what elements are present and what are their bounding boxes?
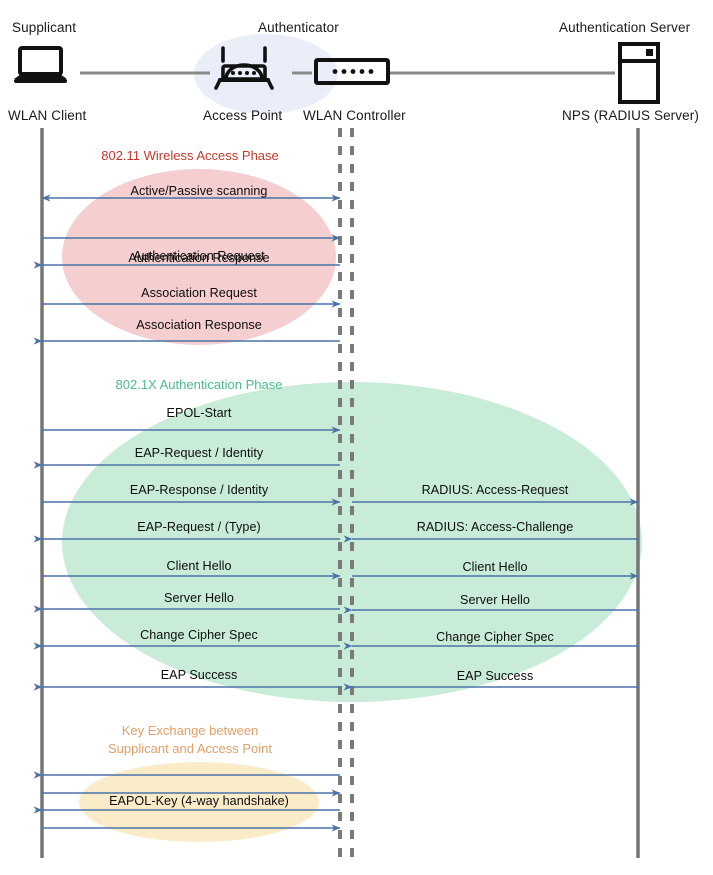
- actor-lifelines: [40, 128, 640, 858]
- message-label-server-hello-dot1x-authentication-right-3: Server Hello: [460, 593, 530, 607]
- message-label-authentication-request-wireless-access-left-1: Authentication Request: [133, 249, 265, 263]
- phase-title-key-exchange-line2: Supplicant and Access Point: [107, 741, 273, 756]
- role-label-authenticator: Authenticator: [258, 20, 339, 35]
- message-label-eap-success-dot1x-authentication-right-5: EAP Success: [456, 669, 534, 683]
- network-switch-icon: [314, 58, 390, 85]
- phase-ellipse-key-exchange: [79, 762, 319, 842]
- message-label-radius-access-request-dot1x-authentication-right-0: RADIUS: Access-Request: [421, 483, 569, 497]
- message-label-radius-access-challenge-dot1x-authentication-right-1: RADIUS: Access-Challenge: [416, 520, 574, 534]
- message-label-association-request-wireless-access-left-3: Association Request: [141, 286, 257, 300]
- laptop-icon: [14, 46, 67, 83]
- message-label-association-response-wireless-access-left-4: Association Response: [136, 318, 262, 332]
- phase-title-key-exchange-line1: Key Exchange between: [121, 723, 259, 738]
- message-label-active-passive-scanning-wireless-access-left-0: Active/Passive scanning: [130, 184, 268, 198]
- device-label-access-point: Access Point: [203, 108, 283, 123]
- message-label-change-cipher-spec-dot1x-authentication-left-6: Change Cipher Spec: [140, 628, 258, 642]
- device-icon-group: [14, 42, 660, 104]
- server-rack-icon: [618, 42, 660, 104]
- phase-title-wireless-access: 802.11 Wireless Access Phase: [101, 148, 279, 163]
- message-label-authentication-response-wireless-access-left-2: Authentication Response: [128, 251, 270, 265]
- message-label-client-hello-dot1x-authentication-right-2: Client Hello: [462, 560, 528, 574]
- message-label-eapol-key-4-way-handshake-key-exchange-left-2: EAPOL-Key (4-way handshake): [109, 794, 289, 808]
- role-label-authentication-server: Authentication Server: [559, 20, 691, 35]
- device-label-wlan-controller: WLAN Controller: [303, 108, 406, 123]
- message-label-epol-start-dot1x-authentication-left-0: EPOL-Start: [166, 406, 232, 420]
- message-label-client-hello-dot1x-authentication-left-4: Client Hello: [166, 559, 232, 573]
- phase-ellipse-wireless-access: [62, 169, 336, 345]
- message-label-eap-success-dot1x-authentication-left-7: EAP Success: [160, 668, 238, 682]
- role-label-supplicant: Supplicant: [12, 20, 77, 35]
- message-label-eap-request-identity-dot1x-authentication-left-1: EAP-Request / Identity: [134, 446, 264, 460]
- phase-title-dot1x-authentication: 802.1X Authentication Phase: [115, 377, 283, 392]
- device-label-nps-radius-server: NPS (RADIUS Server): [562, 108, 699, 123]
- message-label-eap-response-identity-dot1x-authentication-left-2: EAP-Response / Identity: [129, 483, 269, 497]
- wireless-router-icon: [214, 46, 274, 90]
- message-label-server-hello-dot1x-authentication-left-5: Server Hello: [164, 591, 234, 605]
- message-label-eap-request-type-dot1x-authentication-left-3: EAP-Request / (Type): [137, 520, 261, 534]
- device-label-wlan-client: WLAN Client: [8, 108, 87, 123]
- message-arrows: [33, 194, 639, 832]
- message-label-change-cipher-spec-dot1x-authentication-right-4: Change Cipher Spec: [436, 630, 554, 644]
